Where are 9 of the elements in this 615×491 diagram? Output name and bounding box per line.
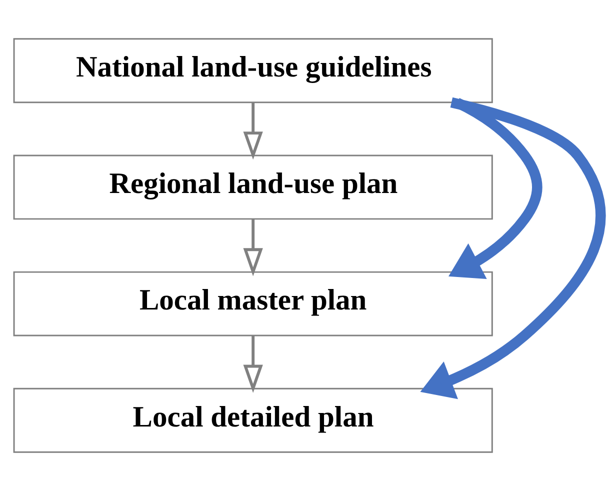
arrow xyxy=(243,102,263,160)
arrow xyxy=(243,219,263,276)
node-box: Regional land-use plan xyxy=(13,154,493,220)
node-box: National land-use guidelines xyxy=(13,38,493,104)
arrow xyxy=(243,336,263,393)
node-box: Local detailed plan xyxy=(13,388,493,453)
arrow xyxy=(448,98,542,279)
arrow xyxy=(420,97,606,400)
node-box: Local master plan xyxy=(13,271,493,336)
